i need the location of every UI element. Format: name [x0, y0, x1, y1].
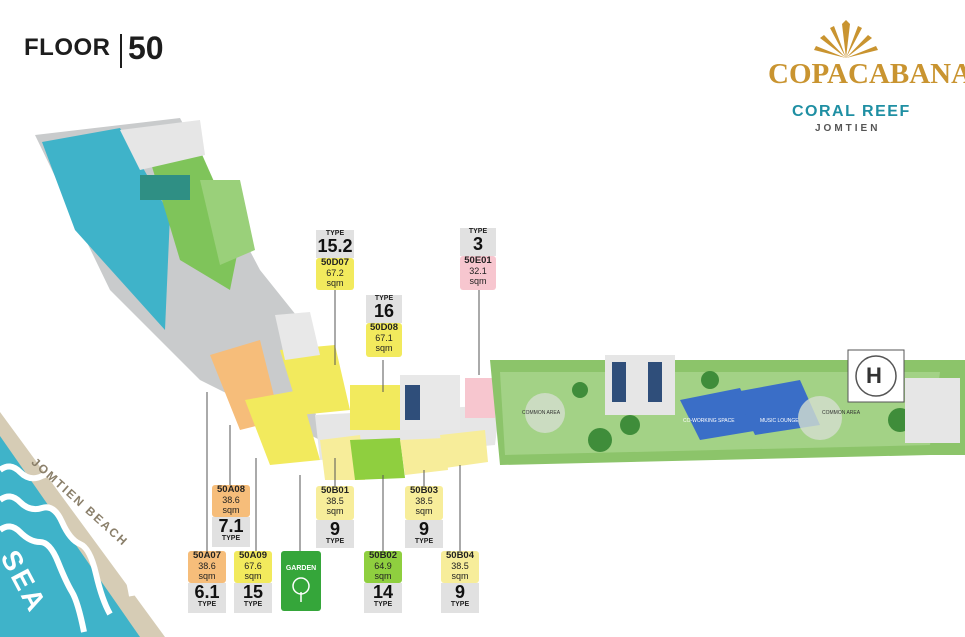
common-area-label: COMMON AREA: [522, 410, 561, 416]
common-area-label: COMMON AREA: [822, 410, 861, 416]
sunburst-logo-icon: [814, 20, 878, 58]
floor-number: 50: [128, 30, 164, 66]
tree-icon: [292, 577, 310, 602]
logo-location: JOMTIEN: [815, 123, 881, 134]
floor-divider: [120, 34, 122, 68]
pool: [42, 128, 170, 330]
music-lounge-label: MUSIC LOUNGE: [760, 418, 799, 424]
logo-subtitle: CORAL REEF: [792, 103, 911, 120]
beach-area: [0, 412, 165, 637]
helipad-letter: H: [866, 363, 882, 388]
logo-title: COPACABANA: [768, 58, 965, 90]
garden-label: GARDEN: [281, 551, 321, 611]
floor-label: FLOOR: [24, 34, 111, 61]
co-working-label: CO-WORKING SPACE: [683, 418, 735, 424]
